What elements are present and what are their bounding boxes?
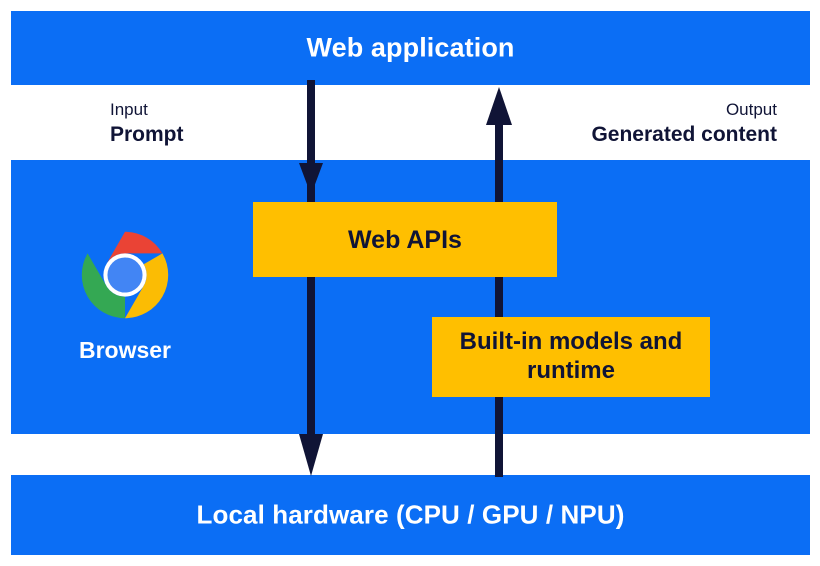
generated-content-up-arrow (486, 87, 512, 477)
band-web-application: Web application (11, 11, 810, 85)
output-caption: Output Generated content (591, 99, 777, 148)
prompt-down-arrow (299, 80, 323, 476)
local-hardware-title: Local hardware (CPU / GPU / NPU) (196, 499, 625, 530)
input-label: Prompt (110, 123, 184, 147)
band-local-hardware: Local hardware (CPU / GPU / NPU) (11, 475, 810, 555)
web-apis-label: Web APIs (348, 225, 462, 254)
builtin-models-box: Built-in models and runtime (432, 317, 710, 397)
output-label: Generated content (591, 123, 777, 147)
web-apis-box: Web APIs (253, 202, 557, 277)
chrome-logo-icon (81, 231, 169, 319)
browser-label: Browser (78, 337, 172, 363)
output-eyebrow: Output (725, 100, 777, 119)
builtin-models-label: Built-in models and runtime (459, 328, 683, 384)
input-caption: Input Prompt (110, 99, 184, 148)
input-eyebrow: Input (110, 100, 148, 119)
web-application-title: Web application (306, 32, 515, 63)
